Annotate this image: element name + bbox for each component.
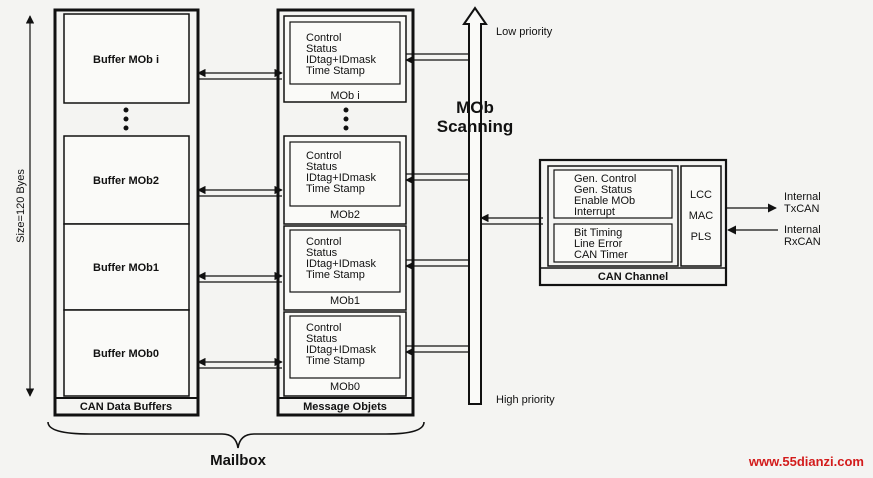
- block-mac: MAC: [689, 210, 714, 222]
- block-pls: PLS: [691, 231, 712, 243]
- can-channel-title: CAN Channel: [598, 271, 668, 283]
- buffer-mob2: [63, 135, 190, 225]
- bus-channel-link: [480, 213, 543, 225]
- mob-field: IDtag+IDmask: [306, 172, 376, 184]
- watermark-text: www.55dianzi.com: [748, 454, 864, 469]
- mailbox-brace: Mailbox: [47, 421, 425, 469]
- mob-name: MOb i: [330, 90, 359, 102]
- message-objects: Control Status IDtag+IDmask Time Stamp M…: [276, 8, 415, 417]
- mob-bus-links: [405, 49, 479, 357]
- buffer-mob1: [63, 223, 190, 311]
- tx-label-line2: TxCAN: [784, 203, 820, 215]
- buffer-mob0: [63, 309, 190, 397]
- mob-field: Status: [306, 43, 338, 55]
- can-data-buffers: Buffer MOb i Buffer MOb2 Buffer MOb1 Buf…: [53, 8, 200, 417]
- mob-field: Time Stamp: [306, 269, 365, 281]
- ellipsis-dots: [123, 107, 129, 131]
- ellipsis-dots: [343, 107, 349, 131]
- size-dimension: Size=120 Byes: [15, 15, 35, 397]
- buffer-label: Buffer MOb0: [93, 348, 159, 360]
- rx-label-line1: Internal: [784, 224, 821, 236]
- register-label: CAN Timer: [574, 249, 628, 261]
- mob-field: Status: [306, 247, 338, 259]
- mob-i: [283, 15, 407, 103]
- buffers-footer: CAN Data Buffers: [80, 401, 172, 413]
- mob-0: [283, 311, 407, 397]
- mob-field: Control: [306, 322, 341, 334]
- mob-field: Status: [306, 161, 338, 173]
- scanning-title-line2: Scanning: [437, 117, 514, 136]
- register-label: Line Error: [574, 238, 623, 250]
- size-label: Size=120 Byes: [15, 169, 27, 243]
- register-label: Gen. Status: [574, 184, 633, 196]
- mob-name: MOb1: [330, 295, 360, 307]
- register-label: Enable MOb: [574, 195, 635, 207]
- buffer-label: Buffer MOb2: [93, 175, 159, 187]
- low-priority-label: Low priority: [496, 26, 553, 38]
- mob-field: Time Stamp: [306, 355, 365, 367]
- scanning-title-line1: MOb: [456, 98, 494, 117]
- buffer-mob-i: [63, 13, 190, 104]
- register-label: Gen. Control: [574, 173, 636, 185]
- general-registers: [553, 169, 673, 219]
- tx-rx-lines: Internal TxCAN Internal RxCAN: [726, 191, 821, 248]
- register-label: Interrupt: [574, 206, 615, 218]
- mobs-footer: Message Objets: [303, 401, 387, 413]
- mob-field: IDtag+IDmask: [306, 54, 376, 66]
- mob-field: Control: [306, 32, 341, 44]
- mob-field: Status: [306, 333, 338, 345]
- buffer-label: Buffer MOb1: [93, 262, 159, 274]
- mob-field: IDtag+IDmask: [306, 258, 376, 270]
- register-label: Bit Timing: [574, 227, 622, 239]
- mob-field: Control: [306, 150, 341, 162]
- mob-field: Control: [306, 236, 341, 248]
- mob-field: IDtag+IDmask: [306, 344, 376, 356]
- can-channel: Gen. Control Gen. Status Enable MOb Inte…: [538, 158, 728, 287]
- rx-label-line2: RxCAN: [784, 236, 821, 248]
- mailbox-label: Mailbox: [210, 452, 266, 469]
- mob-field: Time Stamp: [306, 183, 365, 195]
- mob-2: [283, 135, 407, 225]
- protocol-blocks: [680, 165, 722, 267]
- block-lcc: LCC: [690, 189, 712, 201]
- mob-name: MOb2: [330, 209, 360, 221]
- mob-name: MOb0: [330, 381, 360, 393]
- tx-label-line1: Internal: [784, 191, 821, 203]
- buffer-mob-links: [197, 68, 283, 369]
- buffer-label: Buffer MOb i: [93, 54, 159, 66]
- timing-registers: [553, 223, 673, 263]
- high-priority-label: High priority: [496, 394, 555, 406]
- mob-field: Time Stamp: [306, 65, 365, 77]
